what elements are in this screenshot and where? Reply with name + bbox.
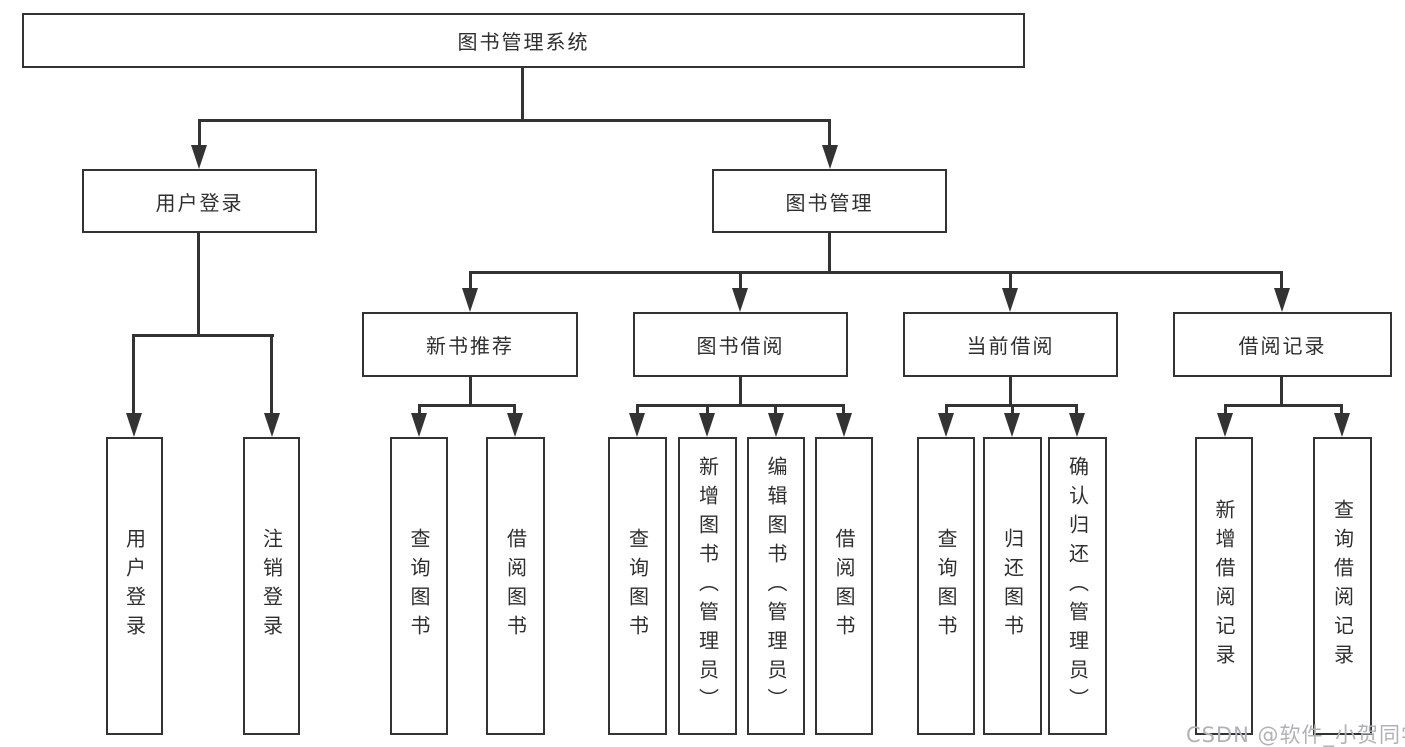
arrowhead-nb-borrow — [507, 413, 523, 437]
leaf-current-return-books: 归还图书 — [983, 437, 1042, 735]
connector-borrow-shaft — [739, 271, 742, 290]
leaf-borrow-query-books-label: 查询图书 — [625, 528, 650, 644]
leaf-newbook-query-books-label: 查询图书 — [407, 528, 431, 644]
arrowhead-leaf-user-login — [126, 413, 142, 437]
arrowhead-records — [1274, 288, 1290, 312]
arrowhead-bb-query — [629, 413, 645, 437]
leaf-records-add-record-label: 新增借阅记录 — [1212, 499, 1236, 673]
arrowhead-bb-add — [699, 413, 715, 437]
connector-bb-query-shaft — [636, 404, 639, 415]
leaf-borrow-query-books: 查询图书 — [608, 437, 667, 735]
node-root-library-system: 图书管理系统 — [22, 13, 1025, 68]
arrowhead-cb-return — [1004, 413, 1020, 437]
node-user-login-group-label: 用户登录 — [155, 190, 244, 215]
arrowhead-bb-edit — [768, 413, 784, 437]
connector-user-login-bar — [132, 334, 274, 337]
leaf-newbook-borrow-books: 借阅图书 — [486, 437, 545, 735]
node-current-borrowing: 当前借阅 — [903, 312, 1118, 377]
connector-cb-return-shaft — [1011, 404, 1014, 415]
arrowhead-nb-query — [411, 413, 427, 437]
leaf-records-add-record: 新增借阅记录 — [1195, 437, 1253, 735]
connector-bb-add-shaft — [706, 404, 709, 415]
connector-book-mgmt-shaft — [828, 119, 831, 147]
leaf-current-query-books: 查询图书 — [917, 437, 975, 735]
connector-user-login-stem — [197, 233, 200, 336]
leaf-borrow-add-books-admin-label: 新增图书（管理员） — [695, 455, 720, 717]
leaf-borrow-edit-books-admin: 编辑图书（管理员） — [747, 437, 805, 735]
connector-borrow-bar — [636, 404, 845, 407]
connector-borrow-stem — [739, 377, 742, 406]
node-root-label: 图书管理系统 — [457, 30, 590, 54]
csdn-watermark: CSDN @软件_小贺同学 — [1186, 723, 1405, 747]
connector-cb-query-shaft — [945, 404, 948, 415]
connector-records-shaft — [1280, 271, 1283, 290]
connector-leaf-logout-shaft — [270, 334, 273, 414]
arrowhead-cb-confirm — [1069, 413, 1085, 437]
leaf-logout-label: 注销登录 — [259, 528, 284, 644]
connector-new-book-shaft — [469, 271, 472, 290]
connector-new-book-bar — [418, 404, 516, 407]
leaf-current-confirm-return-admin-label: 确认归还（管理员） — [1065, 455, 1090, 717]
leaf-current-query-books-label: 查询图书 — [934, 528, 958, 644]
connector-level2-bar — [198, 119, 831, 122]
node-book-management-label: 图书管理 — [785, 190, 874, 215]
leaf-user-login: 用户登录 — [106, 437, 163, 735]
arrowhead-bb-borrow — [836, 413, 852, 437]
connector-current-stem — [1009, 377, 1012, 406]
connector-bb-edit-shaft — [774, 404, 777, 415]
leaf-logout: 注销登录 — [243, 437, 300, 735]
connector-rec-add-shaft — [1224, 404, 1227, 415]
arrowhead-new-book — [462, 288, 478, 312]
node-borrowing-records-label: 借阅记录 — [1238, 334, 1327, 358]
leaf-records-query-record-label: 查询借阅记录 — [1330, 499, 1355, 673]
arrowhead-rec-query — [1334, 413, 1350, 437]
arrowhead-borrow — [732, 288, 748, 312]
node-new-book-recommend: 新书推荐 — [362, 312, 578, 377]
arrowhead-rec-add — [1217, 413, 1233, 437]
leaf-newbook-borrow-books-label: 借阅图书 — [503, 528, 528, 644]
connector-bb-borrow-shaft — [842, 404, 845, 415]
connector-book-mgmt-stem — [828, 233, 831, 273]
node-book-borrowing: 图书借阅 — [633, 312, 848, 377]
connector-user-login-shaft — [198, 119, 201, 147]
arrowhead-book-mgmt — [822, 145, 838, 169]
arrowhead-user-login — [191, 145, 207, 169]
connector-records-stem — [1280, 377, 1283, 406]
leaf-current-confirm-return-admin: 确认归还（管理员） — [1048, 437, 1107, 735]
leaf-newbook-query-books: 查询图书 — [390, 437, 448, 735]
node-current-borrowing-label: 当前借阅 — [966, 334, 1055, 358]
connector-new-book-stem — [469, 377, 472, 406]
arrowhead-cb-query — [938, 413, 954, 437]
arrowhead-leaf-logout — [264, 413, 280, 437]
leaf-borrow-edit-books-admin-label: 编辑图书（管理员） — [764, 455, 788, 717]
connector-leaf-user-login-shaft — [132, 334, 135, 414]
connector-nb-query-shaft — [418, 404, 421, 415]
leaf-current-return-books-label: 归还图书 — [1000, 528, 1025, 644]
leaf-borrow-add-books-admin: 新增图书（管理员） — [678, 437, 737, 735]
node-book-borrowing-label: 图书借阅 — [696, 334, 785, 358]
leaf-records-query-record: 查询借阅记录 — [1313, 437, 1372, 735]
arrowhead-current — [1002, 288, 1018, 312]
connector-records-bar — [1224, 404, 1343, 407]
leaf-borrow-borrow-books: 借阅图书 — [815, 437, 873, 735]
connector-rec-query-shaft — [1340, 404, 1343, 415]
leaf-user-login-label: 用户登录 — [122, 528, 147, 644]
connector-root-stem — [521, 68, 524, 120]
leaf-borrow-borrow-books-label: 借阅图书 — [832, 528, 856, 644]
node-book-management: 图书管理 — [712, 169, 947, 233]
node-user-login-group: 用户登录 — [82, 169, 317, 233]
connector-level3-bar — [469, 271, 1283, 274]
node-borrowing-records: 借阅记录 — [1173, 312, 1392, 377]
node-new-book-recommend-label: 新书推荐 — [426, 334, 514, 358]
connector-nb-borrow-shaft — [513, 404, 516, 415]
connector-current-shaft — [1009, 271, 1012, 290]
connector-cb-confirm-shaft — [1075, 404, 1078, 415]
